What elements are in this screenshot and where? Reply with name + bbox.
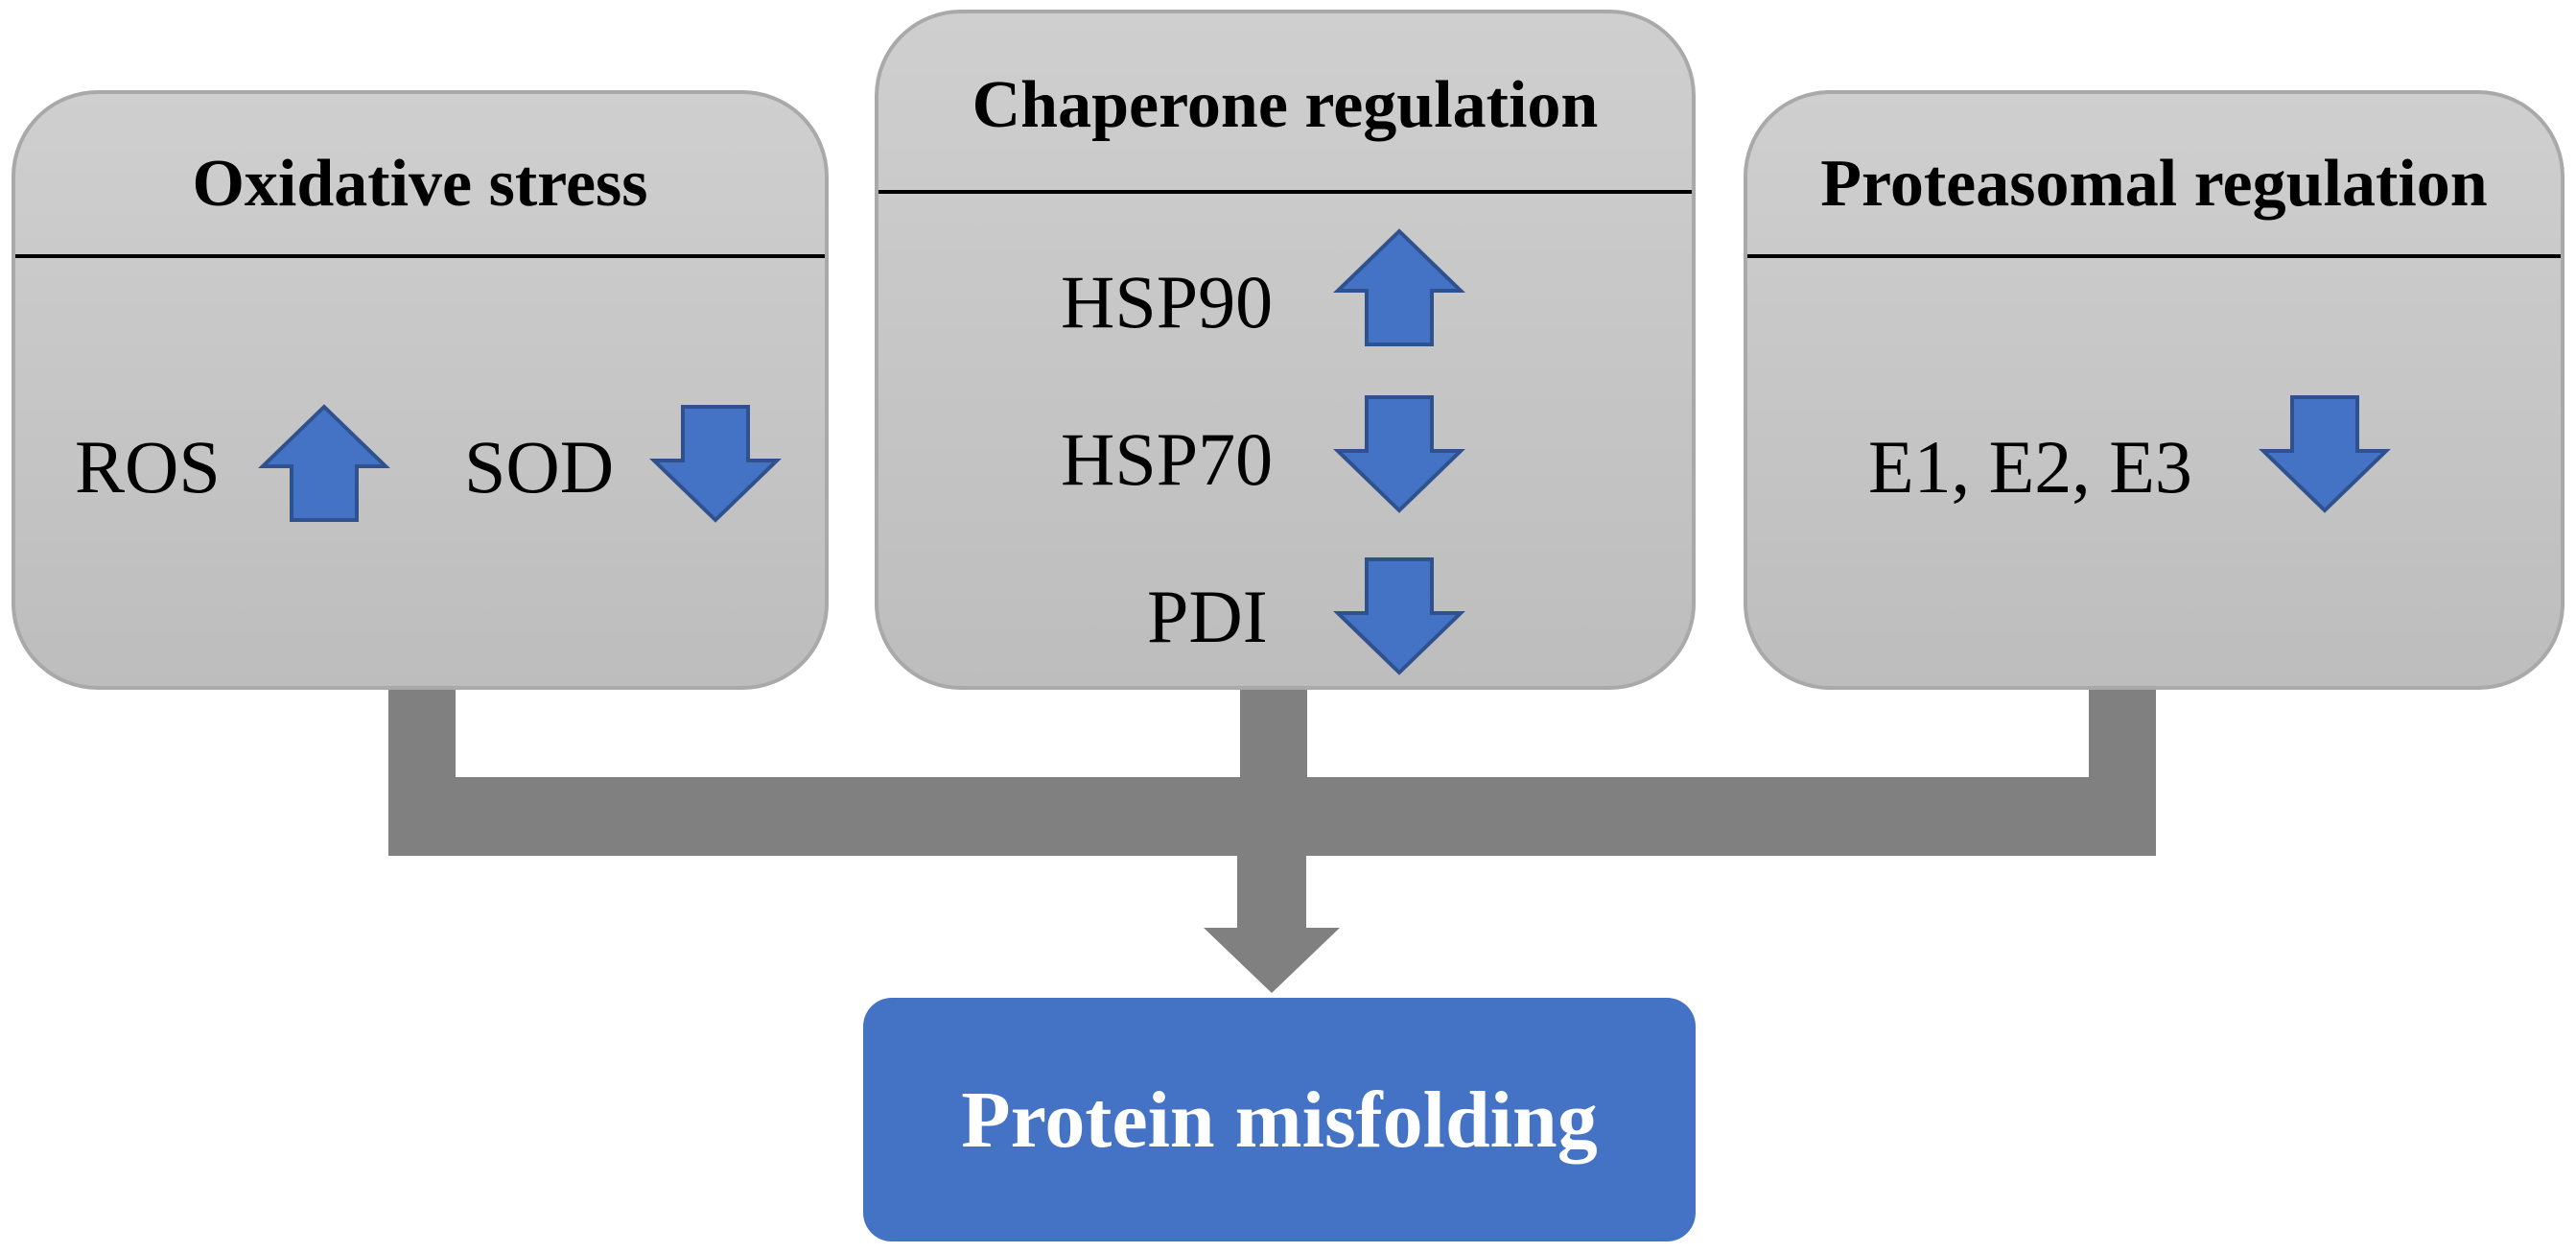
item-label-e1-e2-e3: E1, E2, E3 <box>1868 425 2192 508</box>
box-title-oxidative-stress: Oxidative stress <box>192 147 648 221</box>
item-label-hsp70: HSP70 <box>1061 417 1274 501</box>
connector-down-stem <box>1237 856 1306 928</box>
down-arrow-icon <box>1333 557 1465 675</box>
chaperone-regulation-box: Chaperone regulation HSP90 HSP70 PDI <box>875 10 1696 690</box>
down-arrow-icon <box>1333 395 1465 513</box>
item-label-pdi: PDI <box>1147 575 1268 658</box>
down-arrow-icon <box>2259 395 2391 513</box>
protein-misfolding-box: Protein misfolding <box>863 998 1696 1241</box>
oxidative-stress-box: Oxidative stress ROS SOD <box>12 90 829 690</box>
box-title-proteasomal-regulation: Proteasomal regulation <box>1820 147 2488 221</box>
box-title-chaperone-regulation: Chaperone regulation <box>972 68 1599 142</box>
up-arrow-icon <box>1333 228 1465 346</box>
down-arrow-icon <box>649 405 782 523</box>
result-label: Protein misfolding <box>961 1075 1598 1165</box>
item-label-sod: SOD <box>464 425 615 508</box>
box-divider <box>1747 254 2561 258</box>
item-label-hsp90: HSP90 <box>1061 260 1274 343</box>
item-label-ros: ROS <box>75 425 221 508</box>
proteasomal-regulation-box: Proteasomal regulation E1, E2, E3 <box>1744 90 2564 690</box>
up-arrow-icon <box>258 404 390 522</box>
box-divider <box>878 190 1692 194</box>
connector-arrowhead <box>1204 928 1340 993</box>
connector-horizontal-bar <box>388 777 2156 856</box>
box-divider <box>15 254 825 258</box>
